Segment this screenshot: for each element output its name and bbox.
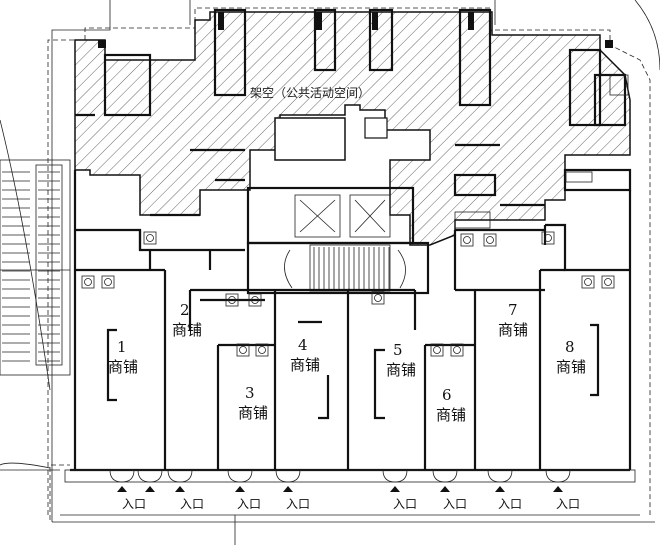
structure-top (75, 8, 632, 229)
entrance-label: 入口 (122, 497, 146, 511)
entrance-label: 入口 (286, 497, 310, 511)
shop-8-number: 8 (565, 338, 575, 356)
door-swing-icon (275, 469, 301, 492)
door-swing-icon (432, 469, 458, 492)
shop-5-number: 5 (393, 341, 403, 359)
shop-7-number: 7 (508, 301, 518, 319)
shop-4-number: 4 (298, 336, 308, 354)
toilet-icon (581, 275, 595, 289)
entrance-label: 入口 (498, 497, 522, 511)
toilet-icon (81, 275, 95, 289)
door-swing-icon (382, 469, 408, 492)
toilet-icon (430, 343, 444, 357)
interior-fragments (106, 298, 600, 420)
entrance-label: 入口 (556, 497, 580, 511)
shop-3-number: 3 (245, 384, 255, 402)
door-swing-icon (109, 469, 135, 492)
entrance-label: 入口 (393, 497, 417, 511)
door-swing-icon (167, 469, 193, 492)
toilet-icon (225, 293, 239, 307)
door-swing-icon (545, 469, 571, 492)
entrance-label: 入口 (443, 497, 467, 511)
entrance-labels: 入口 入口 入口 入口 入口 入口 入口 入口 入口 (122, 497, 580, 511)
toilet-icon (483, 233, 497, 247)
toilet-icon (601, 275, 615, 289)
core-elevators-stairs (246, 186, 430, 295)
toilet-icon (143, 231, 157, 245)
shop-2-name: 商铺 (172, 321, 202, 339)
exterior-stair-left (0, 159, 71, 376)
shop-3-name: 商铺 (238, 404, 268, 422)
shop-5-name: 商铺 (386, 361, 416, 379)
shop-walls (64, 170, 636, 483)
toilet-icon (460, 233, 474, 247)
shop-labels: 1 商铺 2 商铺 3 商铺 4 商铺 5 商铺 6 商铺 7 商铺 8 商铺 (108, 301, 586, 424)
overhead-area-label: 架空（公共活动空间） (250, 86, 370, 100)
shop-6-number: 6 (442, 386, 452, 404)
door-swing-icon (137, 469, 163, 492)
door-swing-icon (227, 469, 253, 492)
toilet-icon (248, 293, 262, 307)
overhead-public-area (74, 11, 631, 246)
toilet-icon (371, 291, 385, 305)
shop-7-name: 商铺 (498, 321, 528, 339)
shop-1-name: 商铺 (108, 358, 138, 376)
toilet-icon (236, 343, 250, 357)
toilet-icon (255, 343, 269, 357)
shop-8-name: 商铺 (556, 358, 586, 376)
shop-4-name: 商铺 (290, 356, 320, 374)
toilet-icon (450, 343, 464, 357)
entrance-label: 入口 (180, 497, 204, 511)
entrance-doors (109, 469, 571, 492)
door-swing-icon (487, 469, 513, 492)
shop-1-number: 1 (117, 338, 127, 356)
sanitary-fixtures (81, 231, 615, 357)
toilet-icon (101, 275, 115, 289)
shop-2-number: 2 (180, 301, 190, 319)
shop-6-name: 商铺 (436, 406, 466, 424)
toilet-icon (541, 231, 555, 245)
entrance-label: 入口 (237, 497, 261, 511)
